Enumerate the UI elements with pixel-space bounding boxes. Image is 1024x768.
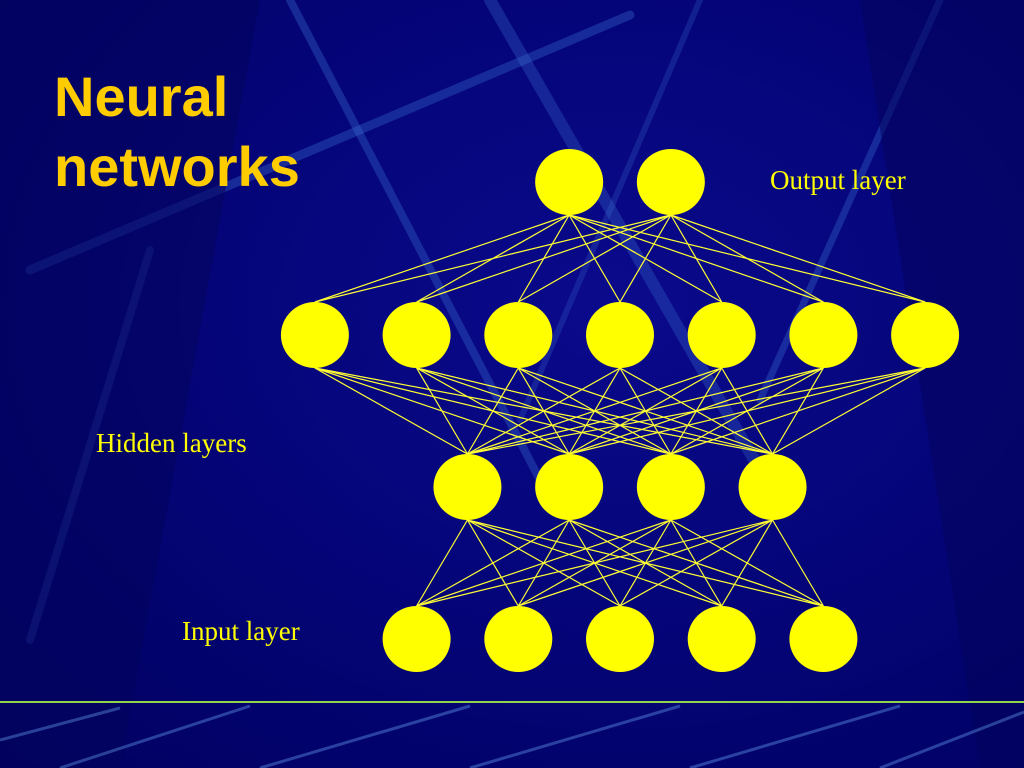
hidden-1-node-5 bbox=[687, 302, 756, 368]
connection-input-to-hidden-2 bbox=[568, 519, 824, 607]
footer-streak bbox=[0, 706, 121, 742]
hidden-2-node-2 bbox=[535, 454, 604, 520]
connection-hidden-1-to-output bbox=[569, 214, 926, 303]
bg-shade bbox=[0, 0, 260, 768]
connection-hidden-2-to-hidden-1 bbox=[619, 367, 773, 455]
hidden-2-node-4 bbox=[738, 454, 807, 520]
title-line-1: Neural bbox=[54, 65, 229, 128]
connection-hidden-1-to-output bbox=[568, 214, 824, 303]
hidden-1-node-6 bbox=[789, 302, 858, 368]
slide-title: Neural networks bbox=[54, 62, 300, 202]
connection-hidden-2-to-hidden-1 bbox=[772, 367, 824, 455]
connection-hidden-2-to-hidden-1 bbox=[772, 367, 926, 455]
footer-streak bbox=[59, 704, 251, 768]
hidden-1-node-7 bbox=[891, 302, 960, 368]
connection-hidden-1-to-output bbox=[416, 214, 570, 303]
input-node-3 bbox=[586, 606, 654, 672]
connection-input-to-hidden-2 bbox=[772, 519, 824, 607]
connection-hidden-2-to-hidden-1 bbox=[314, 367, 671, 455]
input-layer-label: Input layer bbox=[182, 616, 300, 646]
input-node-5 bbox=[789, 606, 858, 672]
footer-streak bbox=[469, 704, 681, 768]
connection-hidden-1-to-output bbox=[314, 214, 570, 303]
title-line-2: networks bbox=[54, 135, 300, 198]
output-node-2 bbox=[636, 149, 705, 215]
input-node-4 bbox=[687, 606, 756, 672]
connection-input-to-hidden-2 bbox=[416, 519, 468, 607]
connection-hidden-1-to-output bbox=[568, 214, 722, 303]
footer-streak bbox=[259, 704, 471, 768]
input-node-1 bbox=[382, 606, 451, 672]
connection-input-to-hidden-2 bbox=[467, 519, 824, 607]
hidden-1-node-4 bbox=[586, 302, 654, 368]
connection-hidden-2-to-hidden-1 bbox=[314, 367, 468, 455]
connection-hidden-1-to-output bbox=[568, 214, 621, 303]
connection-hidden-2-to-hidden-1 bbox=[314, 367, 773, 455]
connection-hidden-2-to-hidden-1 bbox=[314, 367, 570, 455]
footer-streak bbox=[879, 710, 1024, 768]
output-node-1 bbox=[535, 149, 604, 215]
bg-streak bbox=[484, 0, 766, 476]
connection-hidden-2-to-hidden-1 bbox=[721, 367, 774, 455]
hidden-2-node-3 bbox=[636, 454, 705, 520]
hidden-1-node-3 bbox=[484, 302, 553, 368]
connection-input-to-hidden-2 bbox=[670, 519, 824, 607]
bg-streak bbox=[517, 0, 703, 423]
input-node-2 bbox=[484, 606, 553, 672]
bg-shade bbox=[860, 0, 1024, 768]
connection-input-to-hidden-2 bbox=[466, 519, 519, 607]
hidden-1-node-2 bbox=[382, 302, 451, 368]
hidden-1-node-1 bbox=[280, 302, 349, 368]
network-nodes bbox=[280, 149, 960, 672]
output-layer-label: Output layer bbox=[770, 165, 906, 195]
connection-hidden-1-to-output bbox=[670, 214, 926, 303]
network-edges bbox=[314, 214, 926, 607]
bg-streak bbox=[286, 0, 544, 484]
connection-input-to-hidden-2 bbox=[467, 519, 722, 607]
connection-hidden-2-to-hidden-1 bbox=[518, 367, 773, 455]
footer-streak bbox=[689, 704, 901, 768]
connection-input-to-hidden-2 bbox=[467, 519, 621, 607]
hidden-layers-label: Hidden layers bbox=[96, 428, 247, 458]
connection-hidden-1-to-output bbox=[517, 214, 570, 303]
hidden-2-node-1 bbox=[433, 454, 502, 520]
connection-hidden-2-to-hidden-1 bbox=[416, 367, 773, 455]
